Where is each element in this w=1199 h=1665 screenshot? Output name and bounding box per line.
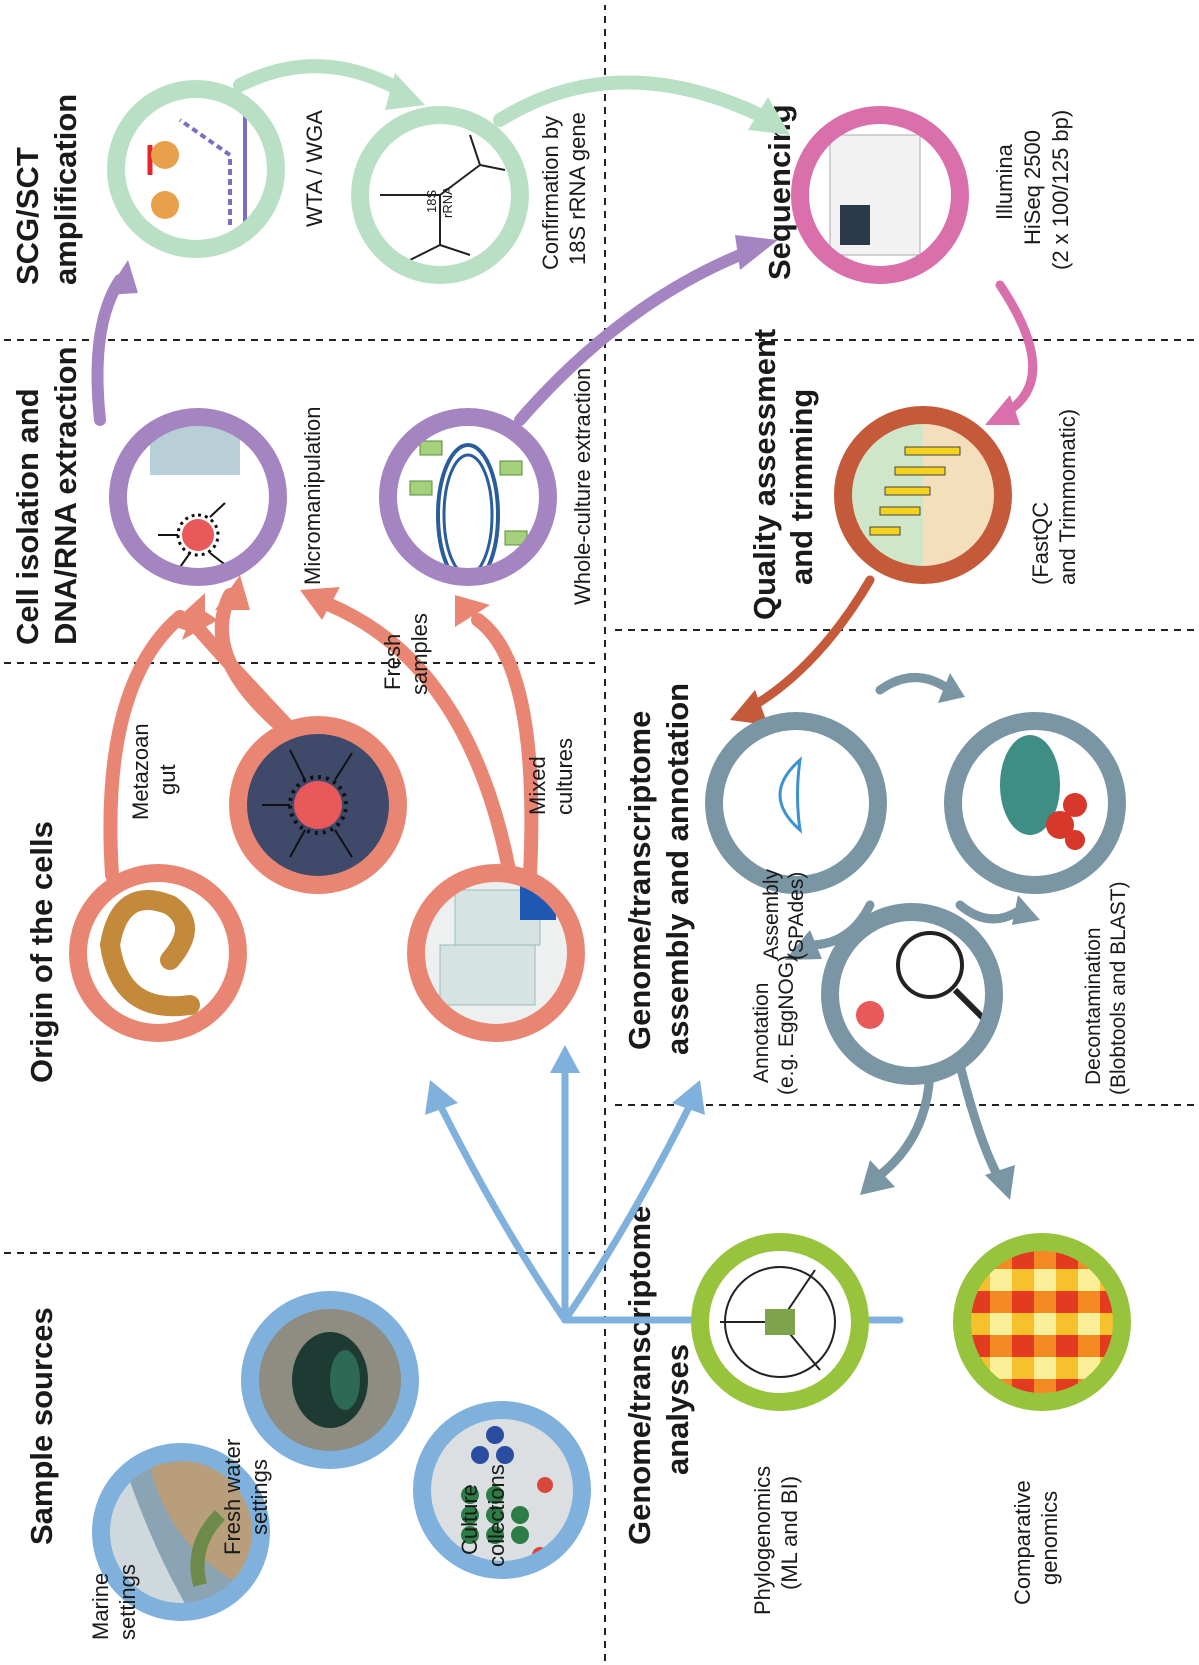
label-annotation-2: (e.g. EggNOG) (775, 955, 798, 1095)
title-quality-2: and trimming (784, 389, 819, 585)
label-wta-wga: WTA / WGA (302, 110, 327, 227)
wta-wga-circle (107, 80, 285, 258)
section-titles: Sample sources Origin of the cells Cell … (10, 94, 819, 1545)
phylogenomics-circle (691, 1233, 869, 1411)
label-comparative-2: genomics (1037, 1491, 1062, 1585)
title-amplification-2: amplification (48, 94, 83, 285)
mixed-cultures-circle (407, 864, 585, 1042)
title-assembly-1: Genome/transcriptome (622, 711, 657, 1050)
section-dividers (4, 5, 1195, 1661)
label-illumina-2: HiSeq 2500 (1020, 130, 1045, 245)
title-assembly-2: assembly and annotation (660, 683, 695, 1055)
label-metazoan-2: gut (155, 764, 180, 795)
micromanipulation-circle (109, 408, 287, 586)
label-fresh-1: Fresh water (220, 1439, 245, 1555)
title-origin: Origin of the cells (24, 821, 59, 1083)
arrows-origin (103, 588, 539, 882)
assembly-circle (705, 712, 887, 894)
fresh-water-circle (241, 1291, 419, 1469)
arrowheads-sources (425, 1045, 705, 1115)
arrowheads-origin (170, 575, 490, 640)
comparative-circle (953, 1233, 1131, 1411)
label-fastqc-2: and Trimmomatic) (1055, 409, 1080, 585)
labels: Marine settings Fresh water settings Cul… (88, 110, 1130, 1640)
label-fastqc-1: (FastQC (1028, 502, 1053, 585)
title-quality-1: Quality assessment (747, 329, 782, 620)
label-fresh-samples-1: Fresh (380, 634, 405, 690)
label-micromanipulation: Micromanipulation (300, 406, 325, 585)
label-mixed-2: cultures (552, 738, 577, 815)
label-assembly-2: (SPAdes) (785, 872, 808, 960)
label-annotation-1: Annotation (750, 983, 773, 1083)
title-analyses-1: Genome/transcriptome (622, 1206, 657, 1545)
metazoan-gut-circle (69, 864, 247, 1042)
label-phylo-2: (ML and BI) (777, 1476, 802, 1590)
label-fresh-2: settings (247, 1459, 272, 1535)
label-phylo-1: Phylogenomics (750, 1466, 775, 1615)
label-fresh-samples-2: samples (407, 613, 432, 695)
title-sample-sources: Sample sources (24, 1307, 59, 1545)
label-whole-culture: Whole-culture extraction (570, 368, 595, 605)
label-culture-1: Culture (457, 1484, 482, 1555)
annotation-circle (821, 903, 1003, 1085)
arrows-amplification (233, 59, 777, 127)
label-marine-2: settings (115, 1564, 140, 1640)
quality-circle (834, 406, 1012, 584)
tree-label-rrna: rRNA (440, 186, 455, 218)
tree-label-18s: 18S (424, 190, 439, 213)
title-amplification-1: SCG/SCT (10, 147, 45, 285)
decontamination-circle (944, 712, 1126, 894)
title-isolation-2: DNA/RNA extraction (48, 346, 83, 645)
label-marine-1: Marine (88, 1573, 113, 1640)
sequencing-circle (791, 106, 969, 284)
title-analyses-2: analyses (660, 1344, 695, 1475)
label-illumina-1: Illumina (992, 143, 1017, 220)
whole-culture-circle (379, 408, 557, 586)
label-decontam-2: (Blobtools and BLAST) (1107, 881, 1130, 1095)
label-culture-2: collections (484, 1464, 509, 1567)
label-confirmation-1: Confirmation by (538, 116, 563, 270)
fresh-samples-circle (229, 716, 407, 894)
rrna-tree-circle: 18S rRNA (351, 106, 529, 284)
marine-circle (92, 1443, 270, 1621)
label-mixed-1: Mixed (525, 756, 550, 815)
label-confirmation-2: 18S rRNA gene (565, 112, 590, 265)
label-metazoan-1: Metazoan (128, 723, 153, 820)
culture-collections-circle (413, 1401, 591, 1579)
title-isolation-1: Cell isolation and (10, 388, 45, 645)
label-assembly-1: Assembly (760, 868, 783, 960)
label-decontam-1: Decontamination (1082, 927, 1105, 1085)
label-comparative-1: Comparative (1010, 1480, 1035, 1605)
label-illumina-3: (2 x 100/125 bp) (1048, 110, 1073, 270)
